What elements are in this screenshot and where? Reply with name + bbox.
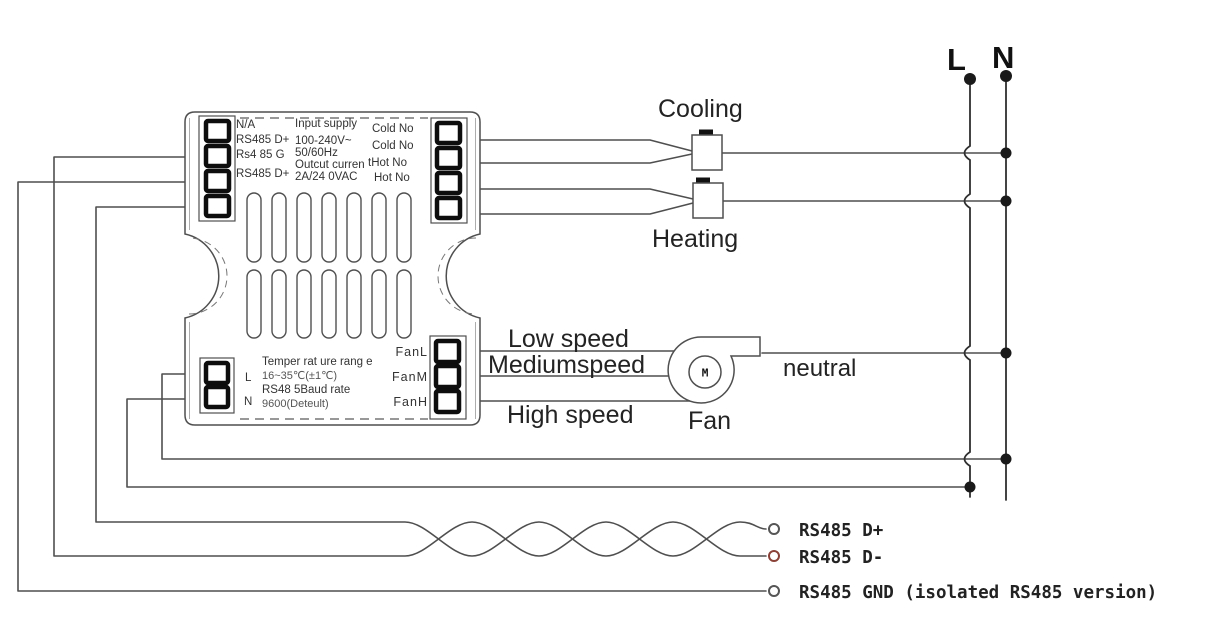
- fan-motor-icon: [688, 355, 722, 389]
- fan-blower: M: [667, 336, 761, 404]
- left-terminal-label-0: N/A: [236, 119, 256, 131]
- device-outline: [184, 111, 481, 426]
- mains-bus: L N: [947, 40, 1014, 501]
- neutral-label: neutral: [783, 355, 856, 382]
- junction-dots: [964, 70, 1012, 493]
- device-labels: N/A RS485 D+ Rs4 85 G RS485 D+ Input sup…: [236, 118, 429, 410]
- spec-temp-range-title: Temper rat ure rang e: [262, 356, 373, 368]
- motor-letter: M: [702, 367, 709, 380]
- rs485-dminus-wire: [95, 206, 767, 557]
- rs485-gnd-terminal: [768, 585, 780, 597]
- cooling-valve: [691, 129, 723, 171]
- spec-frequency: 50/60Hz: [295, 147, 338, 159]
- spec-temp-range-value: 16~35℃(±1℃): [262, 370, 337, 382]
- spec-baud-value: 9600(Deteult): [262, 398, 329, 410]
- cooling-valve-body: [691, 134, 723, 171]
- rs485-dplus-terminal: [768, 523, 780, 535]
- terminal-blocks: [198, 115, 468, 420]
- wiring: [17, 139, 1007, 592]
- cooling-wire-b: [460, 153, 693, 164]
- heating-label: Heating: [652, 225, 738, 253]
- spec-baud-title: RS48 5Baud rate: [262, 384, 350, 396]
- heating-valve-body: [692, 182, 724, 219]
- rs485-dminus-label: RS485 D-: [799, 548, 883, 568]
- spec-output-current: Outcut curren: [295, 159, 365, 171]
- heating-valve-coil-icon: [696, 177, 710, 184]
- left-terminal-label-3: RS485 D+: [236, 168, 290, 180]
- spec-current-rating: 2A/24 0VAC: [295, 171, 357, 183]
- left-terminal-label-1: RS485 D+: [236, 134, 290, 146]
- low-speed-label: Low speed: [508, 325, 629, 353]
- rs485-connections: RS485 D+ RS485 D- RS485 GND (isolated RS…: [768, 521, 1157, 603]
- right-notch-dash: [437, 237, 477, 315]
- right-terminal-label-0: Cold No: [372, 123, 414, 135]
- device-l-feed-wire: [161, 373, 1007, 460]
- rs485-gnd-wire: [17, 181, 767, 592]
- spec-input-supply: Input supply: [295, 118, 357, 130]
- heating-wire-a: [460, 188, 694, 200]
- vent-slots: [246, 192, 412, 339]
- fan-terminal-l-label: FanL: [396, 345, 429, 359]
- rs485-gnd-label: RS485 GND (isolated RS485 version): [799, 583, 1157, 603]
- left-terminal-label-2: Rs4 85 G: [236, 149, 285, 161]
- fan-terminal-h-label: FanH: [393, 395, 428, 409]
- cooling-label: Cooling: [658, 95, 743, 123]
- high-speed-label: High speed: [507, 401, 633, 429]
- controller-device: N/A RS485 D+ Rs4 85 G RS485 D+ Input sup…: [184, 111, 481, 426]
- neutral-bus-label: N: [992, 40, 1014, 75]
- fan-terminal-m-label: FanM: [392, 370, 428, 384]
- rs485-dplus-label: RS485 D+: [799, 521, 883, 541]
- device-inner-edges: [189, 118, 476, 419]
- rs485-dplus-wire: [53, 156, 767, 557]
- fan-label: Fan: [688, 407, 731, 435]
- right-terminal-label-3: Hot No: [374, 172, 410, 184]
- left-notch-dash: [188, 237, 228, 315]
- right-terminal-label-1: Cold No: [372, 140, 414, 152]
- rs485-dminus-terminal: [768, 550, 780, 562]
- right-terminal-label-2: tHot No: [368, 157, 407, 169]
- cooling-valve-coil-icon: [699, 129, 713, 136]
- cooling-wire-a: [460, 139, 693, 152]
- heating-wire-b: [460, 202, 694, 215]
- power-terminal-l-label: L: [245, 372, 252, 384]
- spec-voltage: 100-240V~: [295, 135, 352, 147]
- load-labels: Cooling Heating Low speed Mediumspeed Hi…: [488, 95, 856, 435]
- medium-speed-label: Mediumspeed: [488, 351, 645, 379]
- line-bus-label: L: [947, 42, 966, 77]
- device-n-feed-wire: [126, 398, 971, 488]
- heating-valve: [692, 177, 724, 219]
- power-terminal-n-label: N: [244, 396, 252, 408]
- line-bus-wire: [963, 84, 971, 498]
